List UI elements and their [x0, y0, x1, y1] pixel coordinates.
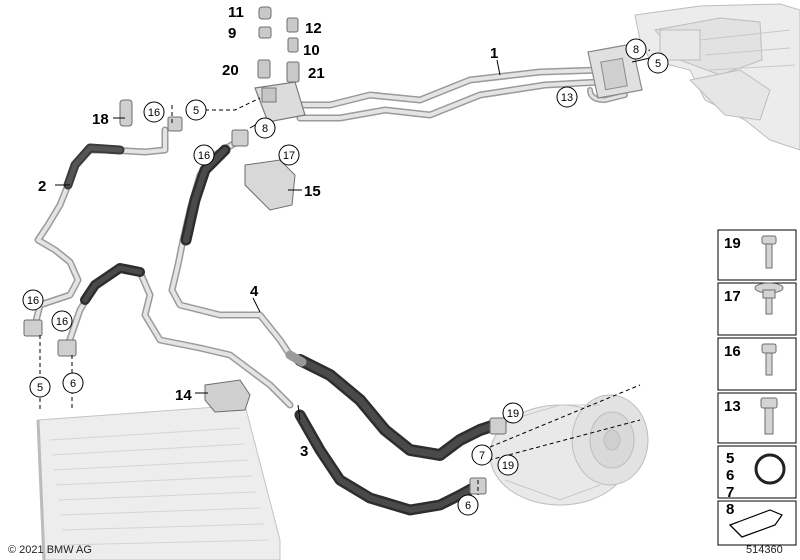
copyright-text: © 2021 BMW AG — [8, 544, 92, 556]
parts-panel: 19 17 16 13 5 6 7 8 — [717, 229, 797, 546]
callout-17: 17 — [283, 150, 295, 162]
valve-parts — [257, 6, 300, 83]
solid-leaders — [55, 57, 651, 421]
callout-1: 1 — [490, 45, 498, 62]
callout-14: 14 — [175, 387, 192, 404]
callout-3: 3 — [300, 443, 308, 460]
callout-18: 18 — [92, 111, 109, 128]
callout-19-bottom: 19 — [502, 460, 514, 472]
callout-16-left: 16 — [27, 295, 39, 307]
circled-callout-text: 5 8 13 16 16 17 16 16 5 6 19 7 19 6 8 5 — [27, 44, 661, 512]
pipe-1 — [286, 66, 629, 122]
panel-16: 16 — [724, 343, 741, 360]
callout-13: 13 — [561, 92, 573, 104]
pipe-1-flange — [587, 43, 643, 99]
orientation-arrow-icon — [728, 509, 783, 538]
callout-12: 12 — [305, 20, 322, 37]
panel-17: 17 — [724, 288, 741, 305]
callout-5-left: 5 — [37, 382, 43, 394]
callout-8-right: 8 — [633, 44, 639, 56]
bracket-15 — [244, 159, 296, 211]
ac-compressor — [489, 394, 649, 506]
panel-5: 5 — [726, 450, 734, 467]
hose-2 — [31, 126, 169, 329]
callout-20: 20 — [222, 62, 239, 79]
callout-2: 2 — [38, 178, 46, 195]
circled-callouts — [22, 38, 669, 516]
panel-7: 7 — [726, 484, 734, 501]
callout-19-top: 19 — [507, 408, 519, 420]
callout-4: 4 — [250, 283, 259, 300]
bracket-14 — [204, 379, 251, 413]
callout-8-top: 8 — [262, 123, 268, 135]
panel-19: 19 — [724, 235, 741, 252]
callout-15: 15 — [304, 183, 321, 200]
callout-10: 10 — [303, 42, 320, 59]
panel-8: 8 — [726, 501, 734, 518]
callout-11: 11 — [228, 4, 244, 21]
callout-labels: 1 2 3 4 9 10 11 12 14 15 18 20 21 — [38, 4, 498, 460]
hose-3 — [64, 263, 484, 516]
fittings — [23, 99, 507, 495]
panel-13: 13 — [724, 398, 741, 415]
panel-6: 6 — [726, 467, 734, 484]
callout-6-left: 6 — [70, 378, 76, 390]
parts-panel-labels: 19 17 16 13 5 6 7 8 — [724, 235, 741, 518]
image-number: 514360 — [746, 544, 783, 556]
callout-5-right: 5 — [655, 58, 661, 70]
callout-9: 9 — [228, 25, 236, 42]
callout-16-top: 16 — [148, 107, 160, 119]
callout-16-left2: 16 — [56, 316, 68, 328]
callout-21: 21 — [308, 65, 325, 82]
hvac-unit — [634, 3, 800, 151]
callout-5-top: 5 — [193, 105, 199, 117]
hose-4 — [168, 136, 501, 461]
radiator — [36, 404, 281, 560]
callout-16-mid: 16 — [198, 150, 210, 162]
pipe-block — [254, 81, 306, 123]
callout-6-bottom: 6 — [465, 500, 471, 512]
callout-7: 7 — [479, 450, 485, 462]
